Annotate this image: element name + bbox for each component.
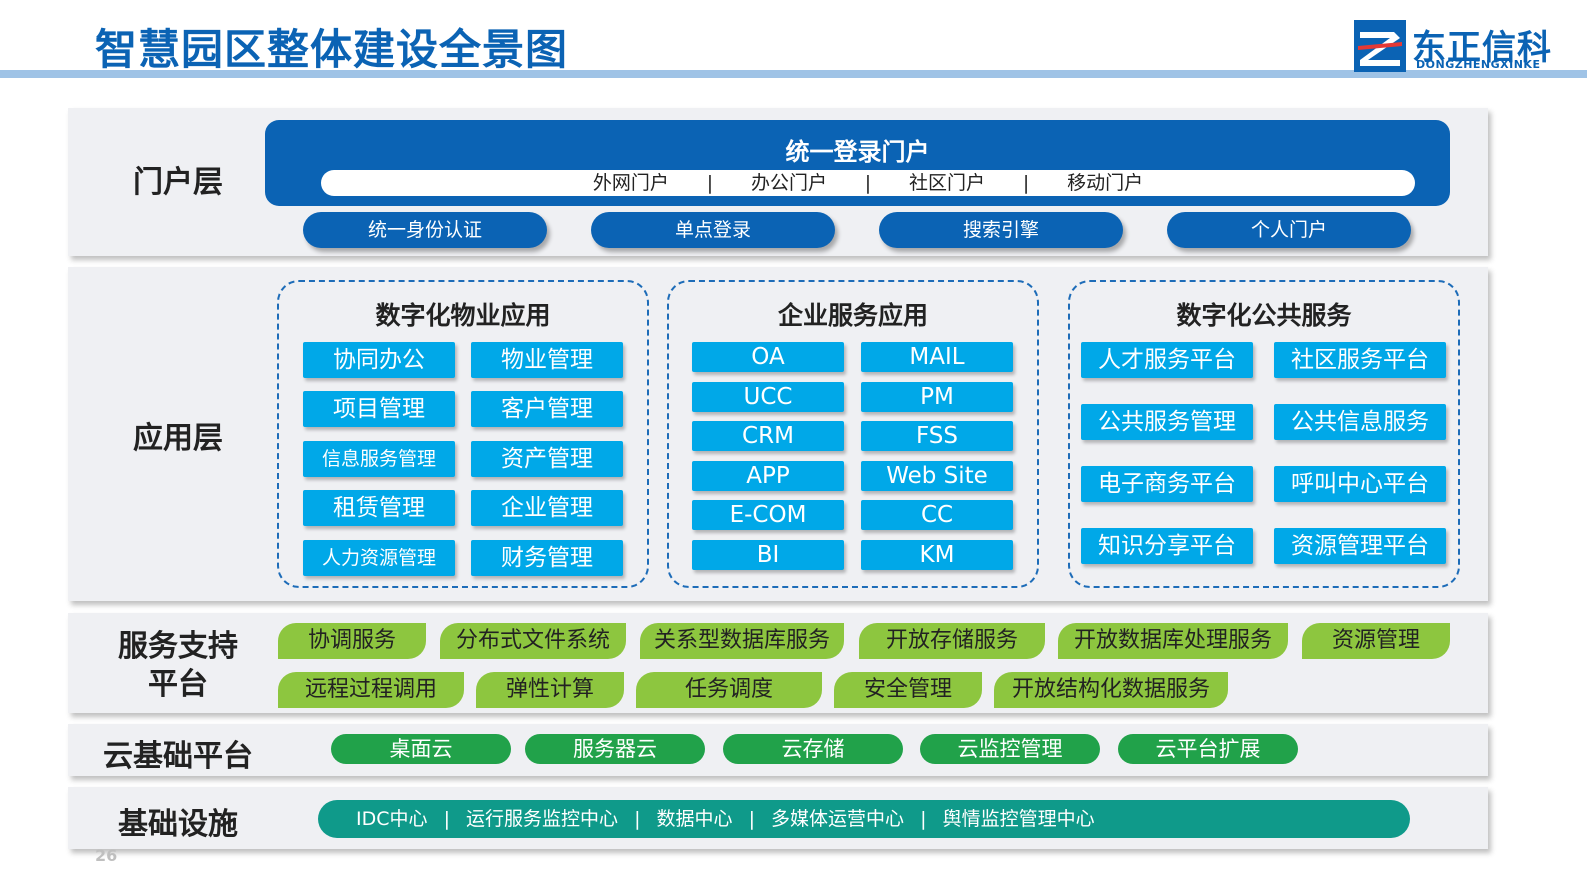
cloud-pill: 云平台扩展 [1118,734,1298,764]
portal-layer-label: 门户层 [133,165,223,200]
service-pill: 任务调度 [636,672,822,708]
unified-login-portal: 统一登录门户 外网门户 | 办公门户 | 社区门户 | 移动门户 [265,120,1450,206]
app-tile: 知识分享平台 [1081,528,1253,564]
service-pill: 资源管理 [1302,623,1450,659]
page-number: 26 [95,846,118,865]
separator: | [1022,172,1030,194]
portal-pill: 个人门户 [1167,212,1411,248]
group-title: 数字化物业应用 [375,301,551,330]
app-tile: 呼叫中心平台 [1274,466,1446,502]
app-tile: CRM [692,421,844,451]
app-tile: 资源管理平台 [1274,528,1446,564]
service-support-label-line: 平台 [148,666,208,702]
service-pill: 开放数据库处理服务 [1058,623,1288,659]
app-tile: OA [692,342,844,372]
service-pill: 弹性计算 [476,672,624,708]
cloud-pill: 云监控管理 [920,734,1100,764]
portal-item: 办公门户 [750,172,827,194]
app-tile: 公共信息服务 [1274,404,1446,440]
logo-name: 东正信科 [1412,28,1552,68]
separator: | [920,808,927,830]
app-tile: PM [861,382,1013,412]
separator: | [634,808,641,830]
cloud-pill: 服务器云 [525,734,705,764]
portal-list-bar: 外网门户 | 办公门户 | 社区门户 | 移动门户 [321,170,1415,196]
separator: | [748,808,755,830]
portal-item: 移动门户 [1067,172,1144,194]
cloud-pill: 云存储 [723,734,903,764]
app-tile: APP [692,461,844,491]
separator: | [706,172,714,194]
service-pill: 远程过程调用 [278,672,464,708]
infra-item: IDC中心 [356,808,428,830]
service-pill: 开放存储服务 [859,623,1045,659]
group-title: 数字化公共服务 [1176,301,1352,330]
service-support-label: 服务支持 平台 [106,628,250,703]
infra-item: 运行服务监控中心 [466,808,619,830]
application-layer-label: 应用层 [133,421,223,456]
infra-item: 数据中心 [656,808,733,830]
app-tile: 协同办公 [303,342,455,378]
app-tile: 公共服务管理 [1081,404,1253,440]
app-group-enterprise: 企业服务应用 [667,280,1039,588]
service-support-label-line: 服务支持 [118,629,238,664]
logo-sub: DONGZHENGXINKE [1416,58,1541,71]
app-tile: 资产管理 [471,441,623,477]
app-tile: UCC [692,382,844,412]
infrastructure-bar: IDC中心 | 运行服务监控中心 | 数据中心 | 多媒体运营中心 | 舆情监控… [318,800,1410,838]
app-tile: BI [692,540,844,570]
portal-item: 社区门户 [909,172,986,194]
service-pill: 关系型数据库服务 [640,623,844,659]
separator: | [443,808,450,830]
app-tile: 人才服务平台 [1081,342,1253,378]
app-group-public: 数字化公共服务 [1068,280,1460,588]
app-tile: 企业管理 [471,490,623,526]
portal-item: 外网门户 [592,172,669,194]
app-tile: MAIL [861,342,1013,372]
portal-pill: 搜索引擎 [879,212,1123,248]
app-tile: 电子商务平台 [1081,466,1253,502]
app-tile: 人力资源管理 [303,540,455,576]
separator: | [864,172,872,194]
cloud-label: 云基础平台 [103,739,253,774]
app-tile: 项目管理 [303,391,455,427]
page-title: 智慧园区整体建设全景图 [95,25,569,74]
group-title: 企业服务应用 [777,301,928,330]
app-tile: 物业管理 [471,342,623,378]
app-tile: CC [861,500,1013,530]
service-pill: 开放结构化数据服务 [994,672,1228,708]
app-tile: E-COM [692,500,844,530]
app-tile: 租赁管理 [303,490,455,526]
app-group-property: 数字化物业应用 [277,280,649,588]
company-logo: 东正信科 DONGZHENGXINKE [1354,20,1574,72]
infrastructure-label: 基础设施 [118,807,238,842]
app-tile: 信息服务管理 [303,441,455,477]
company-logo-icon [1354,20,1406,72]
app-tile: 财务管理 [471,540,623,576]
cloud-pill: 桌面云 [331,734,511,764]
portal-pill: 统一身份认证 [303,212,547,248]
infra-item: 舆情监控管理中心 [942,808,1095,830]
service-pill: 分布式文件系统 [440,623,626,659]
app-tile: 客户管理 [471,391,623,427]
infra-item: 多媒体运营中心 [771,808,905,830]
service-pill: 协调服务 [278,623,426,659]
unified-login-title: 统一登录门户 [785,138,930,166]
service-pill: 安全管理 [834,672,982,708]
portal-pill: 单点登录 [591,212,835,248]
app-tile: FSS [861,421,1013,451]
app-tile: Web Site [861,461,1013,491]
app-tile: 社区服务平台 [1274,342,1446,378]
header-rule [0,70,1587,78]
app-tile: KM [861,540,1013,570]
